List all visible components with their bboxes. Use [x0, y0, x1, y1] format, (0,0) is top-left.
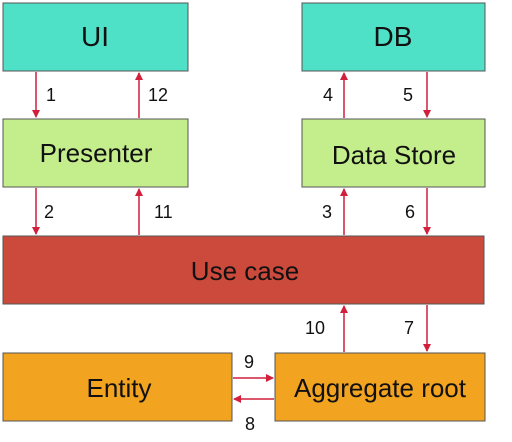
arrow-11-label: 11 [154, 202, 173, 222]
entity-box-label: Entity [86, 373, 151, 403]
ui-box-rect [2, 2, 189, 72]
data-store-box: Data Store [301, 118, 486, 188]
arrow-6-label: 6 [405, 202, 415, 222]
arrow-7-label: 7 [404, 318, 414, 338]
ui-box-label: UI [81, 21, 109, 52]
arrow-10-label: 10 [305, 318, 325, 338]
data-store-box-label: Data Store [332, 140, 456, 170]
data-store-box-rect [301, 118, 486, 188]
presenter-box: Presenter [2, 118, 189, 188]
db-box-label: DB [374, 21, 413, 52]
aggregate-root-box: Aggregate root [274, 352, 486, 422]
use-case-box-label: Use case [191, 256, 299, 286]
use-case-box: Use case [2, 235, 485, 305]
ui-box: UI [2, 2, 189, 72]
aggregate-root-box-label: Aggregate root [294, 373, 467, 403]
arrow-8-label: 8 [245, 414, 255, 434]
entity-box: Entity [2, 352, 233, 422]
presenter-box-label: Presenter [40, 138, 153, 168]
arrow-12-label: 12 [148, 85, 168, 105]
arrow-1-label: 1 [46, 85, 56, 105]
presenter-box-rect [2, 118, 189, 188]
arrow-5-label: 5 [403, 85, 413, 105]
db-box-rect [301, 2, 486, 72]
arrow-4-label: 4 [323, 85, 333, 105]
db-box: DB [301, 2, 486, 72]
arrow-3-label: 3 [322, 202, 332, 222]
use-case-box-rect [2, 235, 485, 305]
entity-box-rect [2, 352, 233, 422]
arrow-9-label: 9 [244, 352, 254, 372]
arrow-2-label: 2 [44, 202, 54, 222]
aggregate-root-box-rect [274, 352, 486, 422]
